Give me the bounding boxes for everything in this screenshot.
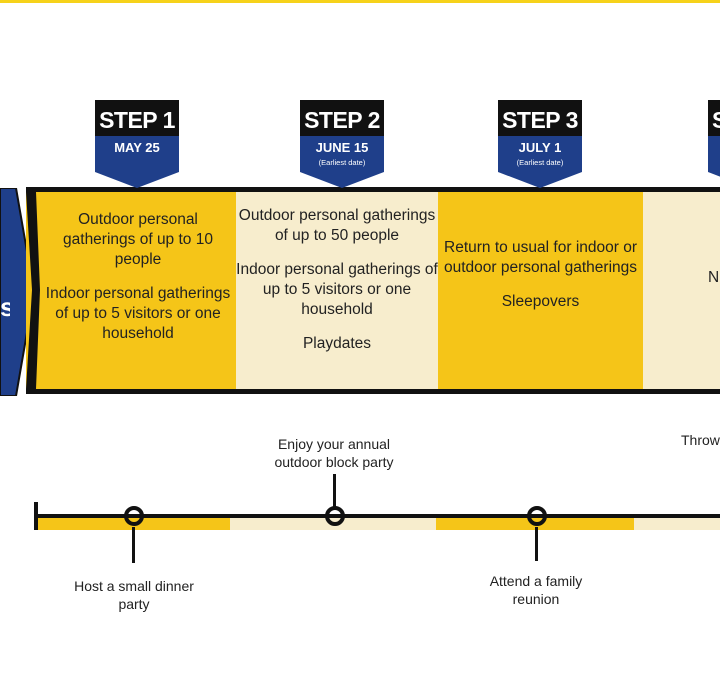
step-3-item: Sleepovers xyxy=(501,293,580,310)
timeline-node xyxy=(325,506,345,526)
step-2-item: Playdates xyxy=(302,335,372,352)
timeline-label: Host a small dinner party xyxy=(74,578,194,612)
step-3-note: (Earliest date) xyxy=(516,158,564,167)
step-4-title: S xyxy=(712,107,720,133)
step-2-date: JUNE 15 xyxy=(315,140,369,155)
step-3-item: Return to usual for indoor or outdoor pe… xyxy=(443,239,638,276)
timeline-tick xyxy=(132,527,135,563)
step-4-badge: S xyxy=(708,100,720,188)
timeline-tick xyxy=(333,474,336,508)
band-notch xyxy=(26,192,40,389)
step-4-content: N xyxy=(643,192,720,389)
left-chevron-arrow xyxy=(0,188,36,396)
timeline-node xyxy=(124,506,144,526)
step-2-item: Outdoor personal gatherings of up to 50 … xyxy=(238,207,436,244)
badge-shape xyxy=(300,100,384,188)
step-2-content: Outdoor personal gatherings of up to 50 … xyxy=(236,192,438,389)
timeline-start-cap xyxy=(34,502,38,530)
step-3-content: Return to usual for indoor or outdoor pe… xyxy=(438,192,643,389)
step-3-badge: STEP 3 JULY 1 (Earliest date) xyxy=(498,100,582,188)
badge-shape xyxy=(708,100,720,177)
step-1-title: STEP 1 xyxy=(99,107,175,133)
step-1-date: MAY 25 xyxy=(114,140,160,155)
timeline-label: Throw xyxy=(681,432,720,448)
step-2-badge: STEP 2 JUNE 15 (Earliest date) xyxy=(300,100,384,188)
timeline-node xyxy=(527,506,547,526)
step-4-item: N xyxy=(708,269,720,286)
step-2-title: STEP 2 xyxy=(304,107,380,133)
left-chevron-label: s xyxy=(0,292,10,322)
top-accent-line xyxy=(0,0,720,3)
step-1-content: Outdoor personal gatherings of up to 10 … xyxy=(40,192,236,389)
step-1-badge: STEP 1 MAY 25 xyxy=(95,100,179,188)
badge-shape xyxy=(95,100,179,188)
timeline-label: Enjoy your annual outdoor block party xyxy=(274,436,394,470)
step-1-item: Outdoor personal gatherings of up to 10 … xyxy=(63,211,213,268)
timeline-tick xyxy=(535,527,538,561)
step-1-item: Indoor personal gatherings of up to 5 vi… xyxy=(45,285,231,342)
timeline-label: Attend a family reunion xyxy=(489,573,583,607)
step-3-date: JULY 1 xyxy=(518,140,562,155)
timeline-line xyxy=(36,514,720,518)
timeline-segment xyxy=(634,516,720,530)
badge-shape xyxy=(498,100,582,188)
step-3-title: STEP 3 xyxy=(502,107,578,133)
step-2-note: (Earliest date) xyxy=(318,158,366,167)
step-2-item: Indoor personal gatherings of up to 5 vi… xyxy=(236,261,438,318)
